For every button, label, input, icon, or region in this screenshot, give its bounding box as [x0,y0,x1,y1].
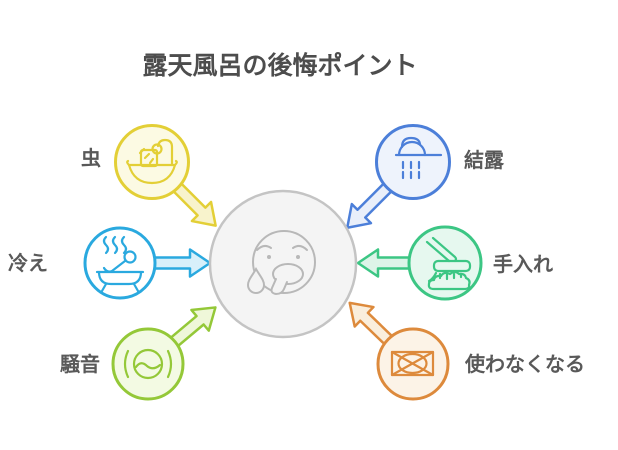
left-eye [267,255,271,259]
maintenance-circle [407,225,483,301]
condensation-circle [375,124,451,200]
node-label-condensation: 結露 [464,148,505,172]
node-label-cold: 冷え [8,251,48,275]
node-maintenance: 手入れ [407,225,553,301]
right-eye [296,255,300,259]
node-label-disuse: 使わなくなる [464,352,585,376]
right-eyebrow [292,244,308,251]
water-noise-icon [123,348,173,380]
cold-circle [83,226,157,300]
mouth [272,263,304,285]
shower-head-drip-icon [394,136,443,180]
worried-face-icon [246,230,316,296]
page-title: 露天風呂の後悔ポイント [142,51,417,80]
node-label-maintenance: 手入れ [493,252,553,276]
noise-circle [111,327,185,401]
bathtub-shower-icon [126,138,178,185]
crossed-out-bathtub-icon [390,350,435,377]
node-noise: 騒音 [59,327,185,401]
node-insects: 虫 [81,124,190,200]
sweat-drop-icon [246,266,266,294]
center-node [208,189,358,339]
node-label-insects: 虫 [81,146,101,170]
node-condensation: 結露 [375,124,505,200]
node-disuse: 使わなくなる [376,327,585,401]
tongue [270,278,288,296]
person-bathing-icon [95,235,145,293]
left-eyebrow [256,244,272,251]
scrub-brush-icon [425,236,472,291]
node-label-noise: 騒音 [59,352,100,376]
node-cold: 冷え [8,226,157,300]
